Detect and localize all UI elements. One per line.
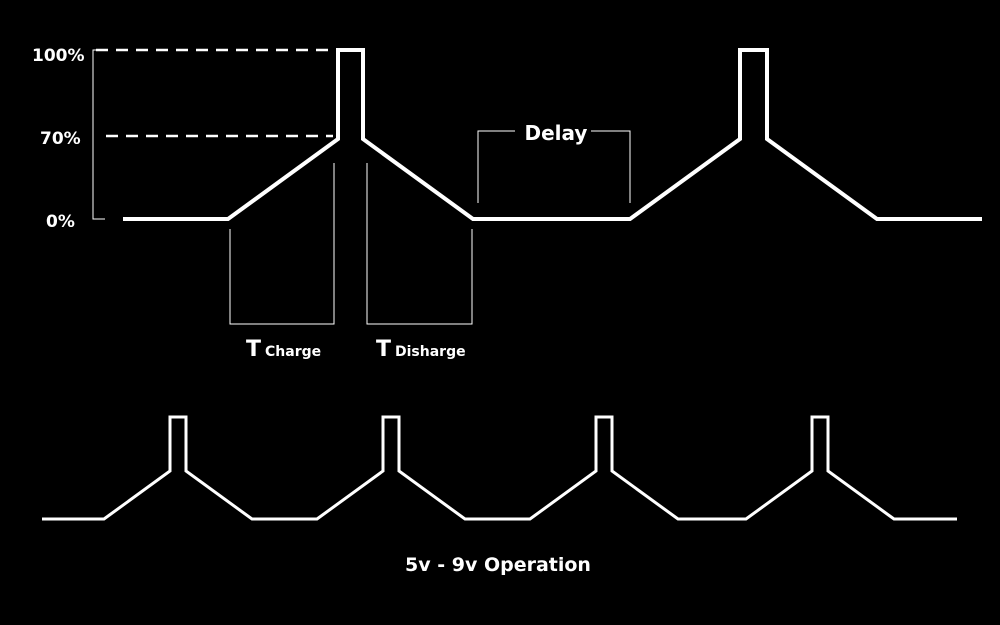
bottom-waveform [42,415,957,521]
delay-label: Delay [525,121,588,145]
operation-caption: 5v - 9v Operation [405,554,591,576]
level-scale-bracket [92,49,105,220]
level-0-label: 0% [46,212,75,232]
t-discharge-bracket [366,163,473,325]
t-discharge-subscript: Disharge [395,344,466,360]
t-discharge-symbol: T [376,337,391,362]
t-charge-symbol: T [246,337,261,362]
delay-bracket [477,130,631,203]
t-charge-subscript: Charge [265,344,321,360]
level-70-label: 70% [40,129,81,149]
t-charge-bracket [229,163,335,325]
top-waveform [123,48,982,221]
level-100-label: 100% [32,46,85,66]
